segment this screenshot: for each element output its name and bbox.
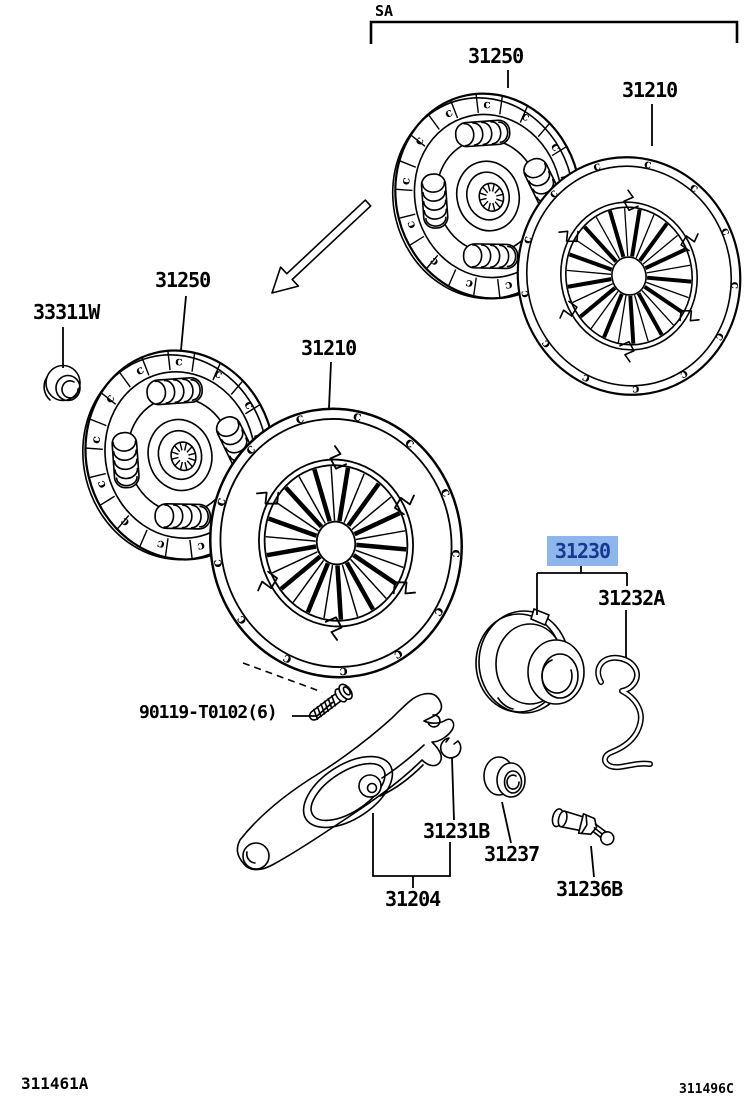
- fork-bushing-drawing: [483, 756, 526, 798]
- part-label-31236B[interactable]: 31236B: [556, 877, 623, 901]
- part-label-31230-highlighted[interactable]: 31230: [547, 536, 618, 566]
- leader-lines: [62, 20, 739, 888]
- part-label-31210-mid[interactable]: 31210: [301, 336, 357, 360]
- bolt-drawing: [308, 683, 353, 721]
- figure-code-right: 311496C: [679, 1082, 734, 1097]
- part-label-31204[interactable]: 31204: [385, 887, 441, 911]
- part-label-31237[interactable]: 31237: [484, 842, 540, 866]
- release-bearing-drawing: [475, 608, 585, 714]
- part-label-33311W[interactable]: 33311W: [33, 300, 100, 324]
- part-label-31210-top[interactable]: 31210: [622, 78, 678, 102]
- part-label-31250-left[interactable]: 31250: [155, 268, 211, 292]
- part-label-31232A[interactable]: 31232A: [598, 586, 665, 610]
- figure-code-left: 311461A: [21, 1074, 89, 1093]
- part-label-31250-top[interactable]: 31250: [468, 44, 524, 68]
- part-label-31231B[interactable]: 31231B: [423, 819, 490, 843]
- fork-clip-drawing: [439, 737, 462, 759]
- fork-support-drawing: [551, 808, 615, 846]
- bearing-clip-drawing: [595, 654, 653, 771]
- assembly-dashed-line: [242, 662, 323, 693]
- section-label: SA: [375, 2, 394, 20]
- release-fork-drawing: [236, 692, 455, 871]
- direction-arrow: [271, 199, 372, 294]
- part-number-text: 31230: [554, 539, 611, 563]
- pilot-bushing-drawing: [43, 364, 81, 402]
- part-label-90119[interactable]: 90119-T0102(6): [139, 702, 278, 723]
